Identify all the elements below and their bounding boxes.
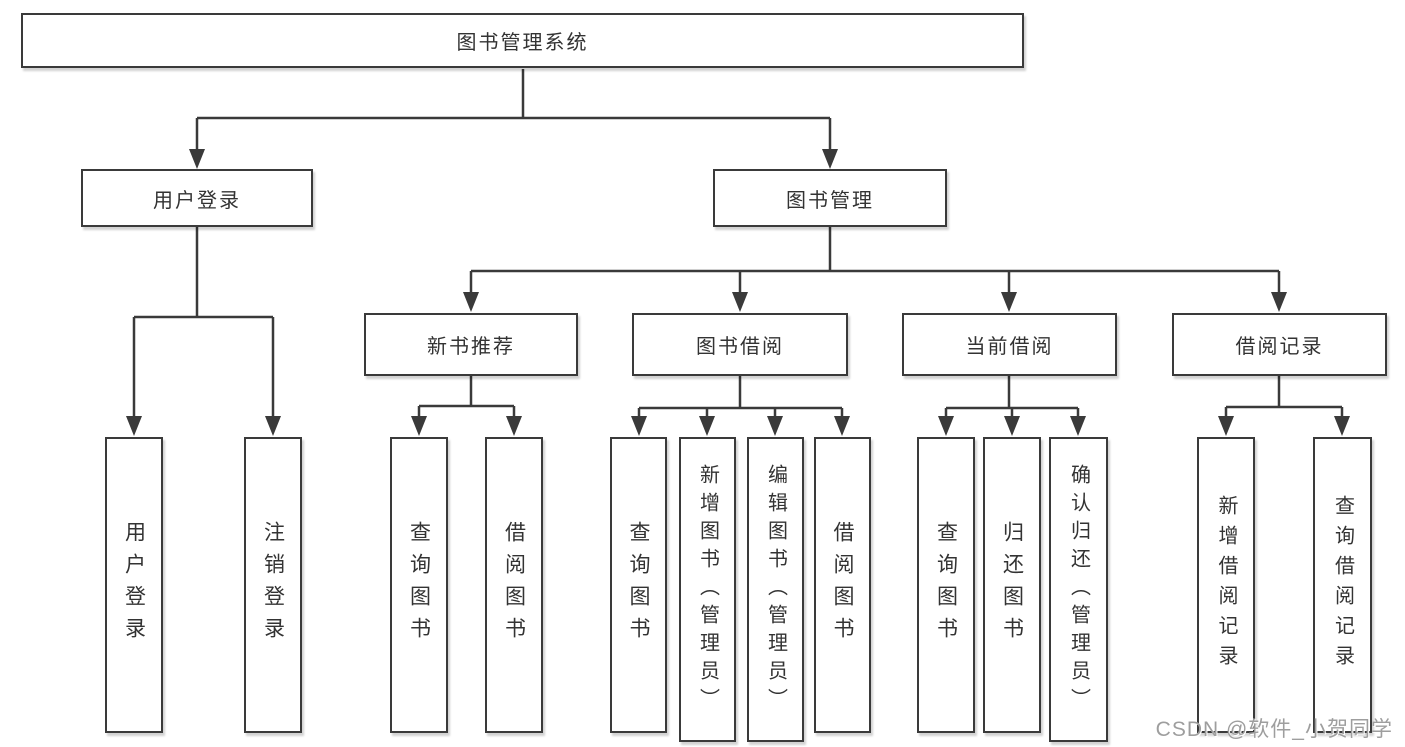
arrowhead xyxy=(1218,416,1234,436)
connector-root xyxy=(195,69,832,152)
arrowhead xyxy=(506,416,522,436)
node-user-login-label: 用户登录 xyxy=(153,189,241,212)
node-cb-return-books-label: 归还图书 xyxy=(1000,521,1024,649)
arrowhead xyxy=(822,149,838,169)
node-root-label: 图书管理系统 xyxy=(456,32,589,54)
arrowhead xyxy=(699,416,715,436)
node-current-borrow-label: 当前借阅 xyxy=(965,336,1054,358)
connector-borrow-records xyxy=(1224,376,1344,420)
connector-user-login xyxy=(132,227,275,419)
arrowhead xyxy=(411,416,427,436)
node-leaf-logout: 注销登录 xyxy=(244,437,302,733)
csdn-watermark: CSDN @软件_小贺同学 xyxy=(1155,718,1393,741)
arrowhead xyxy=(732,292,748,312)
node-bb-borrow-books: 借阅图书 xyxy=(814,437,871,733)
arrowhead xyxy=(1271,292,1287,312)
node-nb-query-books-label: 查询图书 xyxy=(407,521,431,649)
arrowhead xyxy=(1004,416,1020,436)
node-borrow-records-label: 借阅记录 xyxy=(1235,336,1324,358)
node-leaf-user-login-label: 用户登录 xyxy=(122,521,146,649)
arrowhead xyxy=(126,416,142,436)
node-bb-query-books: 查询图书 xyxy=(610,437,667,733)
node-nb-borrow-books-label: 借阅图书 xyxy=(502,521,526,649)
node-leaf-user-login: 用户登录 xyxy=(105,437,163,733)
node-bb-query-books-label: 查询图书 xyxy=(627,521,651,649)
node-bb-edit-books-label: 编辑图书（管理员） xyxy=(764,463,787,716)
arrowhead xyxy=(1070,416,1086,436)
node-cb-return-books: 归还图书 xyxy=(983,437,1041,733)
node-current-borrow: 当前借阅 xyxy=(902,313,1117,376)
arrowhead xyxy=(1001,292,1017,312)
node-book-borrow-label: 图书借阅 xyxy=(696,336,784,358)
node-book-borrow: 图书借阅 xyxy=(632,313,848,376)
node-cb-query-books: 查询图书 xyxy=(917,437,975,733)
node-nb-query-books: 查询图书 xyxy=(390,437,448,733)
connector-current-borrow xyxy=(944,376,1080,420)
node-leaf-logout-label: 注销登录 xyxy=(261,521,285,649)
node-bb-add-books: 新增图书（管理员） xyxy=(679,437,736,742)
arrowheads xyxy=(126,149,1350,436)
node-br-add-record-label: 新增借阅记录 xyxy=(1215,495,1237,675)
arrowhead xyxy=(189,149,205,169)
arrowhead xyxy=(938,416,954,436)
node-new-books-label: 新书推荐 xyxy=(427,336,515,358)
node-br-query-record-label: 查询借阅记录 xyxy=(1331,495,1354,675)
arrowhead xyxy=(834,416,850,436)
node-br-add-record: 新增借阅记录 xyxy=(1197,437,1255,733)
node-user-login: 用户登录 xyxy=(81,169,313,227)
arrowhead xyxy=(767,416,783,436)
connector-new-books xyxy=(417,376,516,420)
node-bb-borrow-books-label: 借阅图书 xyxy=(831,521,855,649)
arrowhead xyxy=(631,416,647,436)
arrowhead xyxy=(265,416,281,436)
node-bb-add-books-label: 新增图书（管理员） xyxy=(696,463,719,716)
arrowhead xyxy=(1334,416,1350,436)
node-br-query-record: 查询借阅记录 xyxy=(1313,437,1372,733)
node-book-mgmt: 图书管理 xyxy=(713,169,947,227)
node-cb-confirm-return: 确认归还（管理员） xyxy=(1049,437,1108,742)
arrowhead xyxy=(463,292,479,312)
node-root: 图书管理系统 xyxy=(21,13,1024,68)
node-nb-borrow-books: 借阅图书 xyxy=(485,437,543,733)
node-cb-confirm-return-label: 确认归还（管理员） xyxy=(1067,463,1090,716)
node-bb-edit-books: 编辑图书（管理员） xyxy=(747,437,804,742)
connector-paths xyxy=(132,69,1344,420)
node-book-mgmt-label: 图书管理 xyxy=(786,189,874,212)
connector-book-borrow xyxy=(637,376,844,420)
node-new-books: 新书推荐 xyxy=(364,313,578,376)
connector-book-mgmt xyxy=(469,227,1281,295)
node-borrow-records: 借阅记录 xyxy=(1172,313,1387,376)
node-cb-query-books-label: 查询图书 xyxy=(934,521,958,649)
